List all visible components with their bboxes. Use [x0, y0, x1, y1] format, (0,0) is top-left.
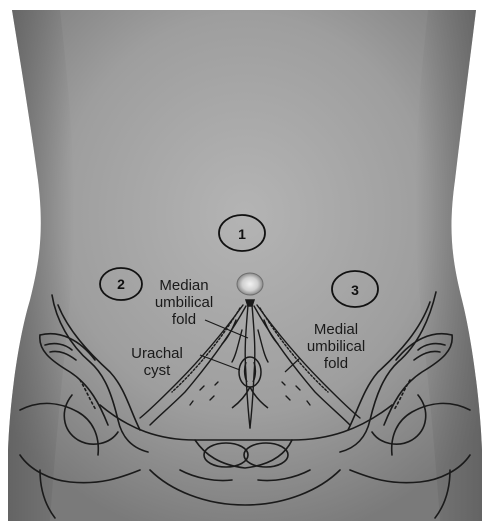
marker-2-label: 2 [117, 276, 125, 292]
marker-1-label: 1 [238, 226, 246, 242]
median-label-line2: umbilical [155, 294, 213, 311]
torso-silhouette [8, 10, 482, 521]
urachal-label-line2: cyst [144, 362, 172, 379]
medial-label-line3: fold [324, 355, 348, 372]
median-label-line3: fold [172, 311, 196, 328]
urachal-label-line1: Urachal [131, 345, 183, 362]
navel [237, 273, 263, 295]
median-label-line1: Median [159, 277, 208, 294]
medial-label-line1: Medial [314, 321, 358, 338]
medial-label-line2: umbilical [307, 338, 365, 355]
marker-3-label: 3 [351, 282, 359, 298]
